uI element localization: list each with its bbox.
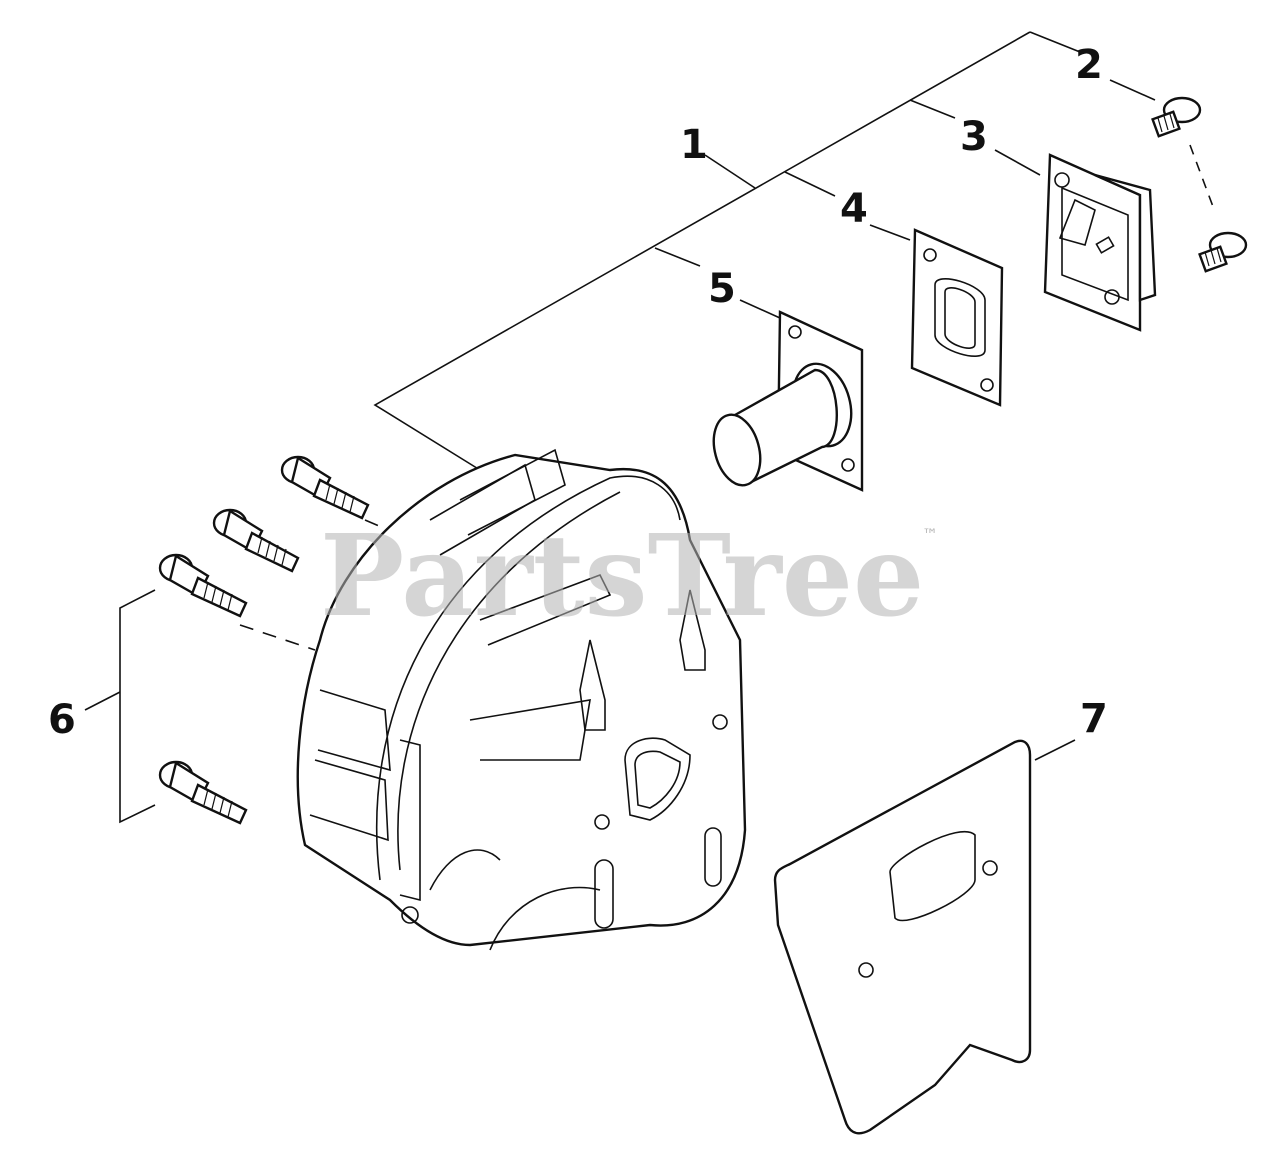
cover-part-3 — [1043, 153, 1157, 332]
callout-6: 6 — [48, 697, 76, 743]
trademark-symbol: ™ — [922, 525, 938, 544]
callout-5-leader — [739, 299, 781, 319]
pipe-flange-part-5 — [712, 310, 864, 492]
callout-7-leader — [1034, 739, 1076, 761]
screw-part-2-lower — [1198, 231, 1248, 273]
watermark-text: PartsTree — [320, 511, 924, 642]
callout-3: 3 — [960, 114, 988, 160]
callout-5: 5 — [708, 266, 736, 312]
bolt-part-6-a — [280, 455, 370, 520]
callout-3-leader — [994, 149, 1041, 176]
callout-4-leader — [869, 224, 911, 241]
bolt-part-6-c — [158, 553, 248, 618]
muffler-body-part-1 — [296, 448, 747, 951]
callout-1: 1 — [680, 122, 708, 168]
callout-2-leader — [1109, 79, 1216, 213]
bolt-part-6-d — [158, 760, 248, 825]
callout-1-leader — [373, 31, 1081, 471]
gasket-part-4 — [910, 228, 1004, 407]
screw-part-2-upper — [1151, 96, 1202, 138]
callout-2: 2 — [1075, 42, 1103, 88]
gasket-part-7 — [773, 739, 1032, 1135]
callout-4: 4 — [840, 186, 868, 232]
bolt-part-6-b — [212, 508, 300, 573]
callout-7: 7 — [1080, 696, 1108, 742]
